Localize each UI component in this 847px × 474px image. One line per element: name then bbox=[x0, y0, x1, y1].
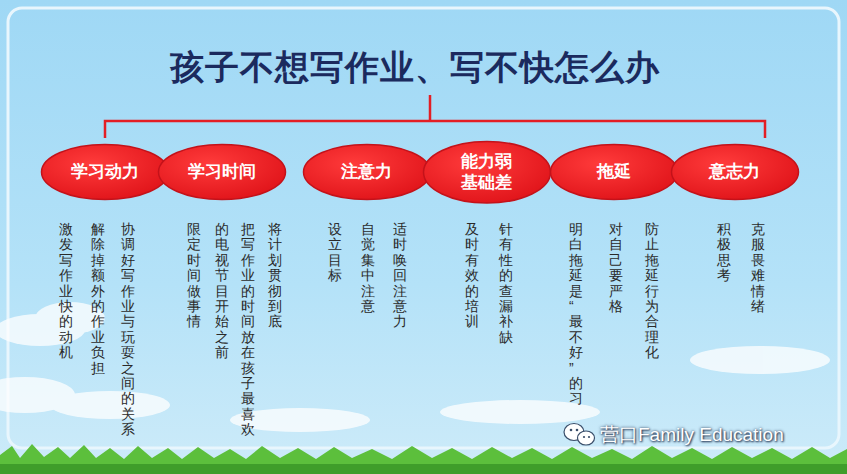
ellipse-outline bbox=[304, 145, 431, 200]
advice-text: 激发写作业快的动机 bbox=[59, 222, 73, 361]
ellipse-outline bbox=[424, 141, 551, 203]
advice-text: 明白拖延是“最不好”的习 bbox=[569, 222, 583, 407]
category-ellipse: 学习时间 bbox=[157, 143, 287, 201]
grass bbox=[0, 444, 847, 474]
category-label: 注意力 bbox=[331, 161, 402, 182]
advice-text: 解除掉额外的作业负担 bbox=[91, 222, 105, 376]
advice-text: 适时唤回注意力 bbox=[393, 222, 407, 330]
category-ellipse: 拖延 bbox=[549, 143, 679, 201]
category-label: 能力弱 基础差 bbox=[451, 151, 522, 194]
advice-text: 对自己要严格 bbox=[609, 222, 623, 314]
advice-text: 防止拖延行为合理化 bbox=[645, 222, 659, 361]
advice-text: 将计划贯彻到底 bbox=[268, 222, 282, 330]
category-ellipse: 意志力 bbox=[670, 143, 800, 201]
ellipse-outline bbox=[672, 145, 799, 200]
category-label: 学习时间 bbox=[186, 161, 257, 182]
title: 孩子不想写作业、写不快怎么办 bbox=[170, 45, 660, 91]
category-label: 拖延 bbox=[578, 161, 649, 182]
category-ellipse: 学习动力 bbox=[40, 143, 170, 201]
advice-text: 及时有效的培训 bbox=[465, 222, 479, 330]
watermark: 营口Family Education bbox=[600, 422, 784, 448]
advice-text: 协调好写作业与玩耍之间的关系 bbox=[121, 222, 135, 437]
category-label: 学习动力 bbox=[69, 161, 140, 182]
advice-text: 克服畏难情绪 bbox=[751, 222, 765, 314]
advice-text: 自觉集中注意 bbox=[361, 222, 375, 314]
advice-text: 把写作业的时间放在孩子最喜欢的电视节目开始之前 bbox=[215, 222, 255, 440]
advice-text: 积极思考 bbox=[717, 222, 731, 284]
category-label: 意志力 bbox=[699, 161, 770, 182]
ellipse-outline bbox=[551, 145, 678, 200]
ellipse-outline bbox=[42, 145, 169, 200]
ellipse-shape bbox=[422, 140, 552, 205]
panel-border bbox=[8, 8, 839, 448]
advice-text: 针有性的查漏补缺 bbox=[499, 222, 513, 345]
advice-text: 限定时间做事情 bbox=[187, 222, 201, 330]
bracket bbox=[105, 95, 765, 138]
category-ellipse: 能力弱 基础差 bbox=[422, 140, 552, 205]
category-ellipse: 注意力 bbox=[302, 143, 432, 201]
wechat-icon bbox=[564, 424, 595, 446]
advice-text: 设立目标 bbox=[328, 222, 342, 284]
ellipse-outline bbox=[159, 145, 286, 200]
